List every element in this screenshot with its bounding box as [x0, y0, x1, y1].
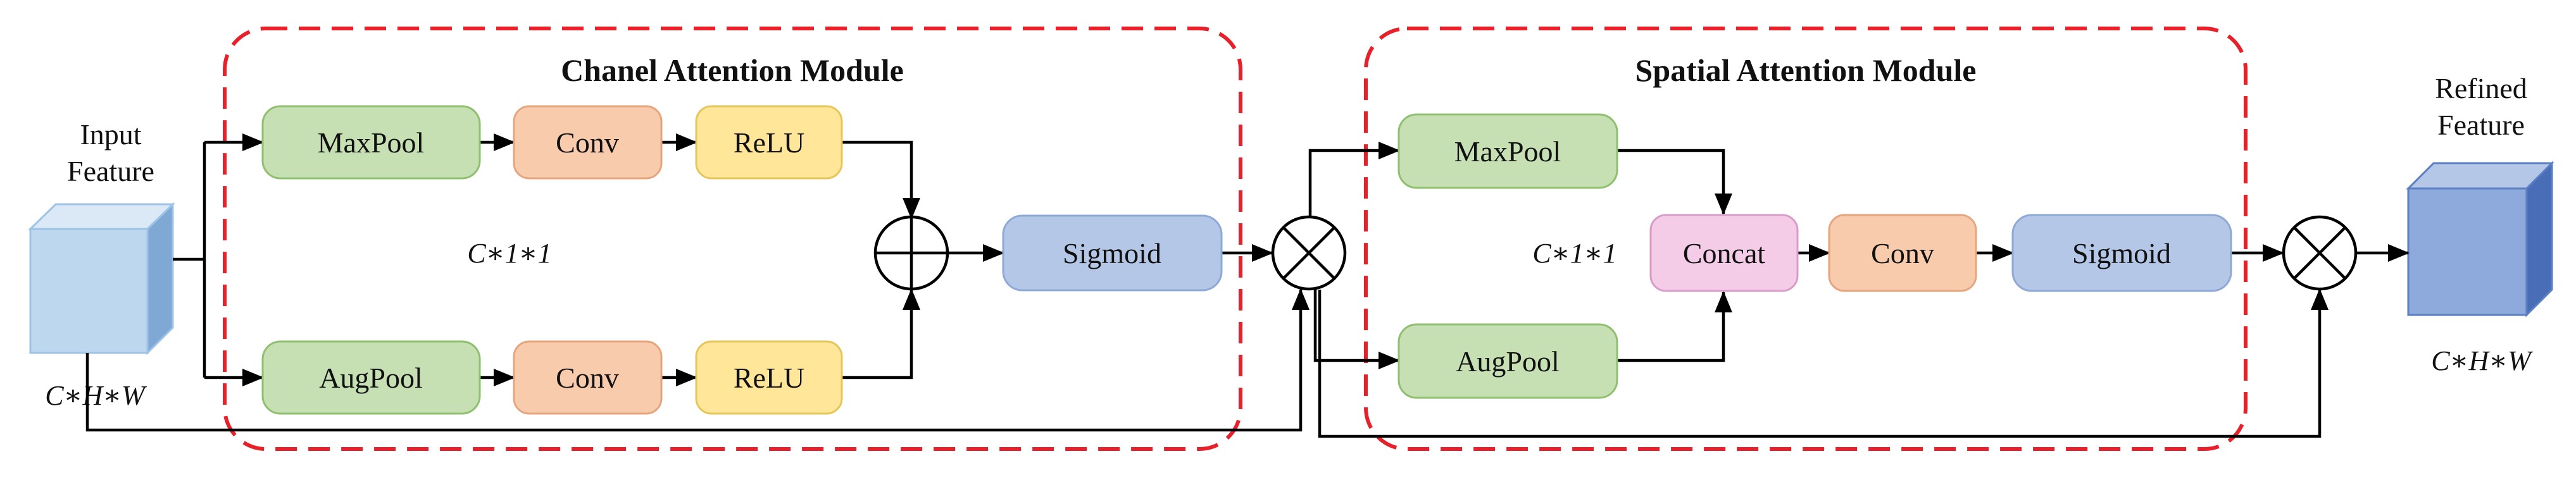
- s-conv-block: [1828, 214, 1977, 292]
- edge-relu-top-to-sum: [842, 140, 920, 219]
- output-dim-label: C∗H∗W: [2431, 345, 2533, 376]
- c-sigmoid-block: [1002, 214, 1223, 292]
- c-conv-bottom-label: Conv: [556, 362, 619, 394]
- output-label-line2: Feature: [2437, 109, 2525, 141]
- channel-module-title: Chanel Attention Module: [561, 52, 904, 88]
- multiply-operator-2: [2282, 215, 2358, 291]
- edge-mult1-up: [1308, 142, 1400, 221]
- input-label-line2: Feature: [67, 155, 154, 187]
- c-augpool-block: [261, 340, 481, 415]
- edge-relu-bottom-to-sum: [842, 288, 920, 379]
- multiply-operator-1: [1271, 215, 1347, 291]
- s-concat-label: Concat: [1683, 237, 1766, 269]
- edge-s-maxpool-concat: [1617, 149, 1732, 215]
- s-augpool-block: [1397, 323, 1618, 399]
- c-relu-top-label: ReLU: [734, 126, 804, 159]
- c-conv-top-block: [513, 105, 663, 180]
- s-augpool-label: AugPool: [1456, 345, 1560, 378]
- c-maxpool-label: MaxPool: [318, 126, 425, 159]
- c-conv-top-label: Conv: [556, 126, 619, 159]
- c-relu-bottom-block: [695, 340, 843, 415]
- edge-s-augpool-concat: [1617, 291, 1732, 362]
- s-maxpool-block: [1397, 113, 1618, 189]
- c-relu-bottom-label: ReLU: [734, 362, 804, 394]
- refined-feature-cube: [2406, 161, 2554, 317]
- s-maxpool-label: MaxPool: [1454, 135, 1561, 168]
- s-sigmoid-block: [2011, 214, 2232, 292]
- s-conv-label: Conv: [1871, 237, 1934, 269]
- sum-operator: [873, 215, 949, 291]
- edge-skip-mult1-multiply2: [1318, 288, 2329, 438]
- s-sigmoid-label: Sigmoid: [2072, 237, 2171, 269]
- s-dim-label: C∗1∗1: [1532, 238, 1616, 269]
- c-relu-top-block: [695, 105, 843, 180]
- output-label-line1: Refined: [2435, 72, 2527, 104]
- s-concat-block: [1649, 214, 1799, 292]
- edge-skip-input-multiply1: [85, 288, 1310, 432]
- c-maxpool-block: [261, 105, 481, 180]
- spatial-module-title: Spatial Attention Module: [1635, 52, 1977, 88]
- input-dim-label: C∗H∗W: [45, 380, 147, 411]
- edge-mult1-down: [1313, 290, 1400, 369]
- input-feature-cube: [28, 202, 175, 355]
- c-dim-label: C∗1∗1: [467, 238, 551, 269]
- c-augpool-label: AugPool: [319, 362, 423, 394]
- channel-attention-module-border: [223, 27, 1242, 451]
- input-label-line1: Input: [80, 118, 141, 151]
- spatial-attention-module-border: [1364, 27, 2248, 451]
- c-sigmoid-label: Sigmoid: [1063, 237, 1161, 269]
- c-conv-bottom-block: [513, 340, 663, 415]
